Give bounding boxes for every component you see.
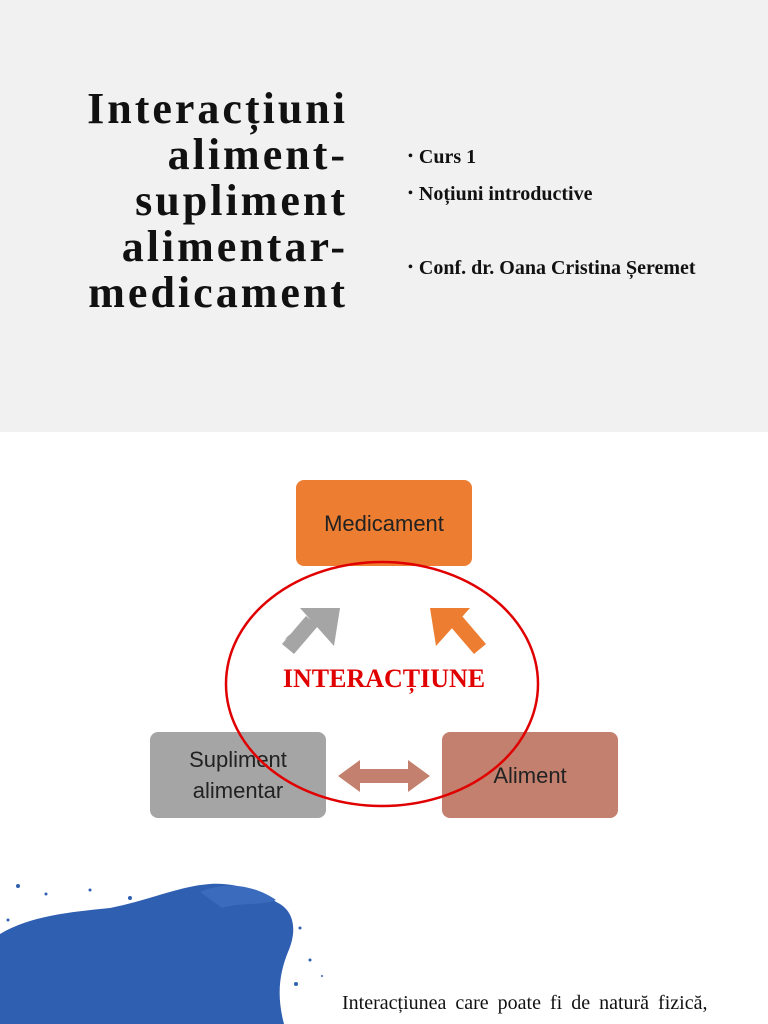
- aliment-box: Aliment: [442, 732, 618, 818]
- bullet-item: • Conf. dr. Oana Cristina Șeremet: [408, 257, 696, 280]
- medicament-label: Medicament: [324, 510, 444, 536]
- interaction-label: INTERACȚIUNE: [282, 664, 486, 693]
- bullet-item: • Curs 1: [408, 146, 476, 169]
- body-text: Interacțiunea care poate fi de natură fi…: [342, 992, 708, 1014]
- interaction-ellipse: [224, 560, 540, 808]
- blue-paint-splash: [0, 883, 323, 1024]
- supliment-box: Supliment alimentar: [150, 732, 326, 818]
- arrow-aliment-to-medicament: [430, 608, 486, 654]
- bullet-text: Conf. dr. Oana Cristina Șeremet: [418, 257, 696, 279]
- bullet-item: • Noțiuni introductive: [408, 183, 592, 206]
- diagram-connectors: [224, 560, 540, 808]
- slide-title: Interacțiuni aliment- supliment alimenta…: [8, 86, 348, 316]
- diagram-slide: Medicament Supliment alimentar Aliment I…: [0, 432, 768, 864]
- title-line: medicament: [88, 268, 348, 317]
- bullet-icon: •: [408, 149, 413, 164]
- title-line: aliment-: [167, 130, 348, 179]
- title-slide: Interacțiuni aliment- supliment alimenta…: [0, 0, 768, 432]
- title-line: alimentar-: [121, 222, 348, 271]
- medicament-box: Medicament: [296, 480, 472, 566]
- aliment-label: Aliment: [493, 762, 567, 788]
- arrow-supliment-to-medicament-shape: [282, 608, 340, 654]
- bullet-icon: •: [408, 186, 413, 201]
- title-line: Interacțiuni: [87, 84, 348, 133]
- bullet-text: Noțiuni introductive: [418, 183, 593, 205]
- content-slide: Interacțiunea care poate fi de natură fi…: [0, 864, 768, 1024]
- bullet-icon: •: [408, 260, 413, 275]
- arrow-supliment-aliment-bidirectional: [338, 760, 430, 792]
- title-line: supliment: [135, 176, 348, 225]
- supliment-label-line2: alimentar: [192, 778, 284, 803]
- bullet-text: Curs 1: [418, 146, 477, 168]
